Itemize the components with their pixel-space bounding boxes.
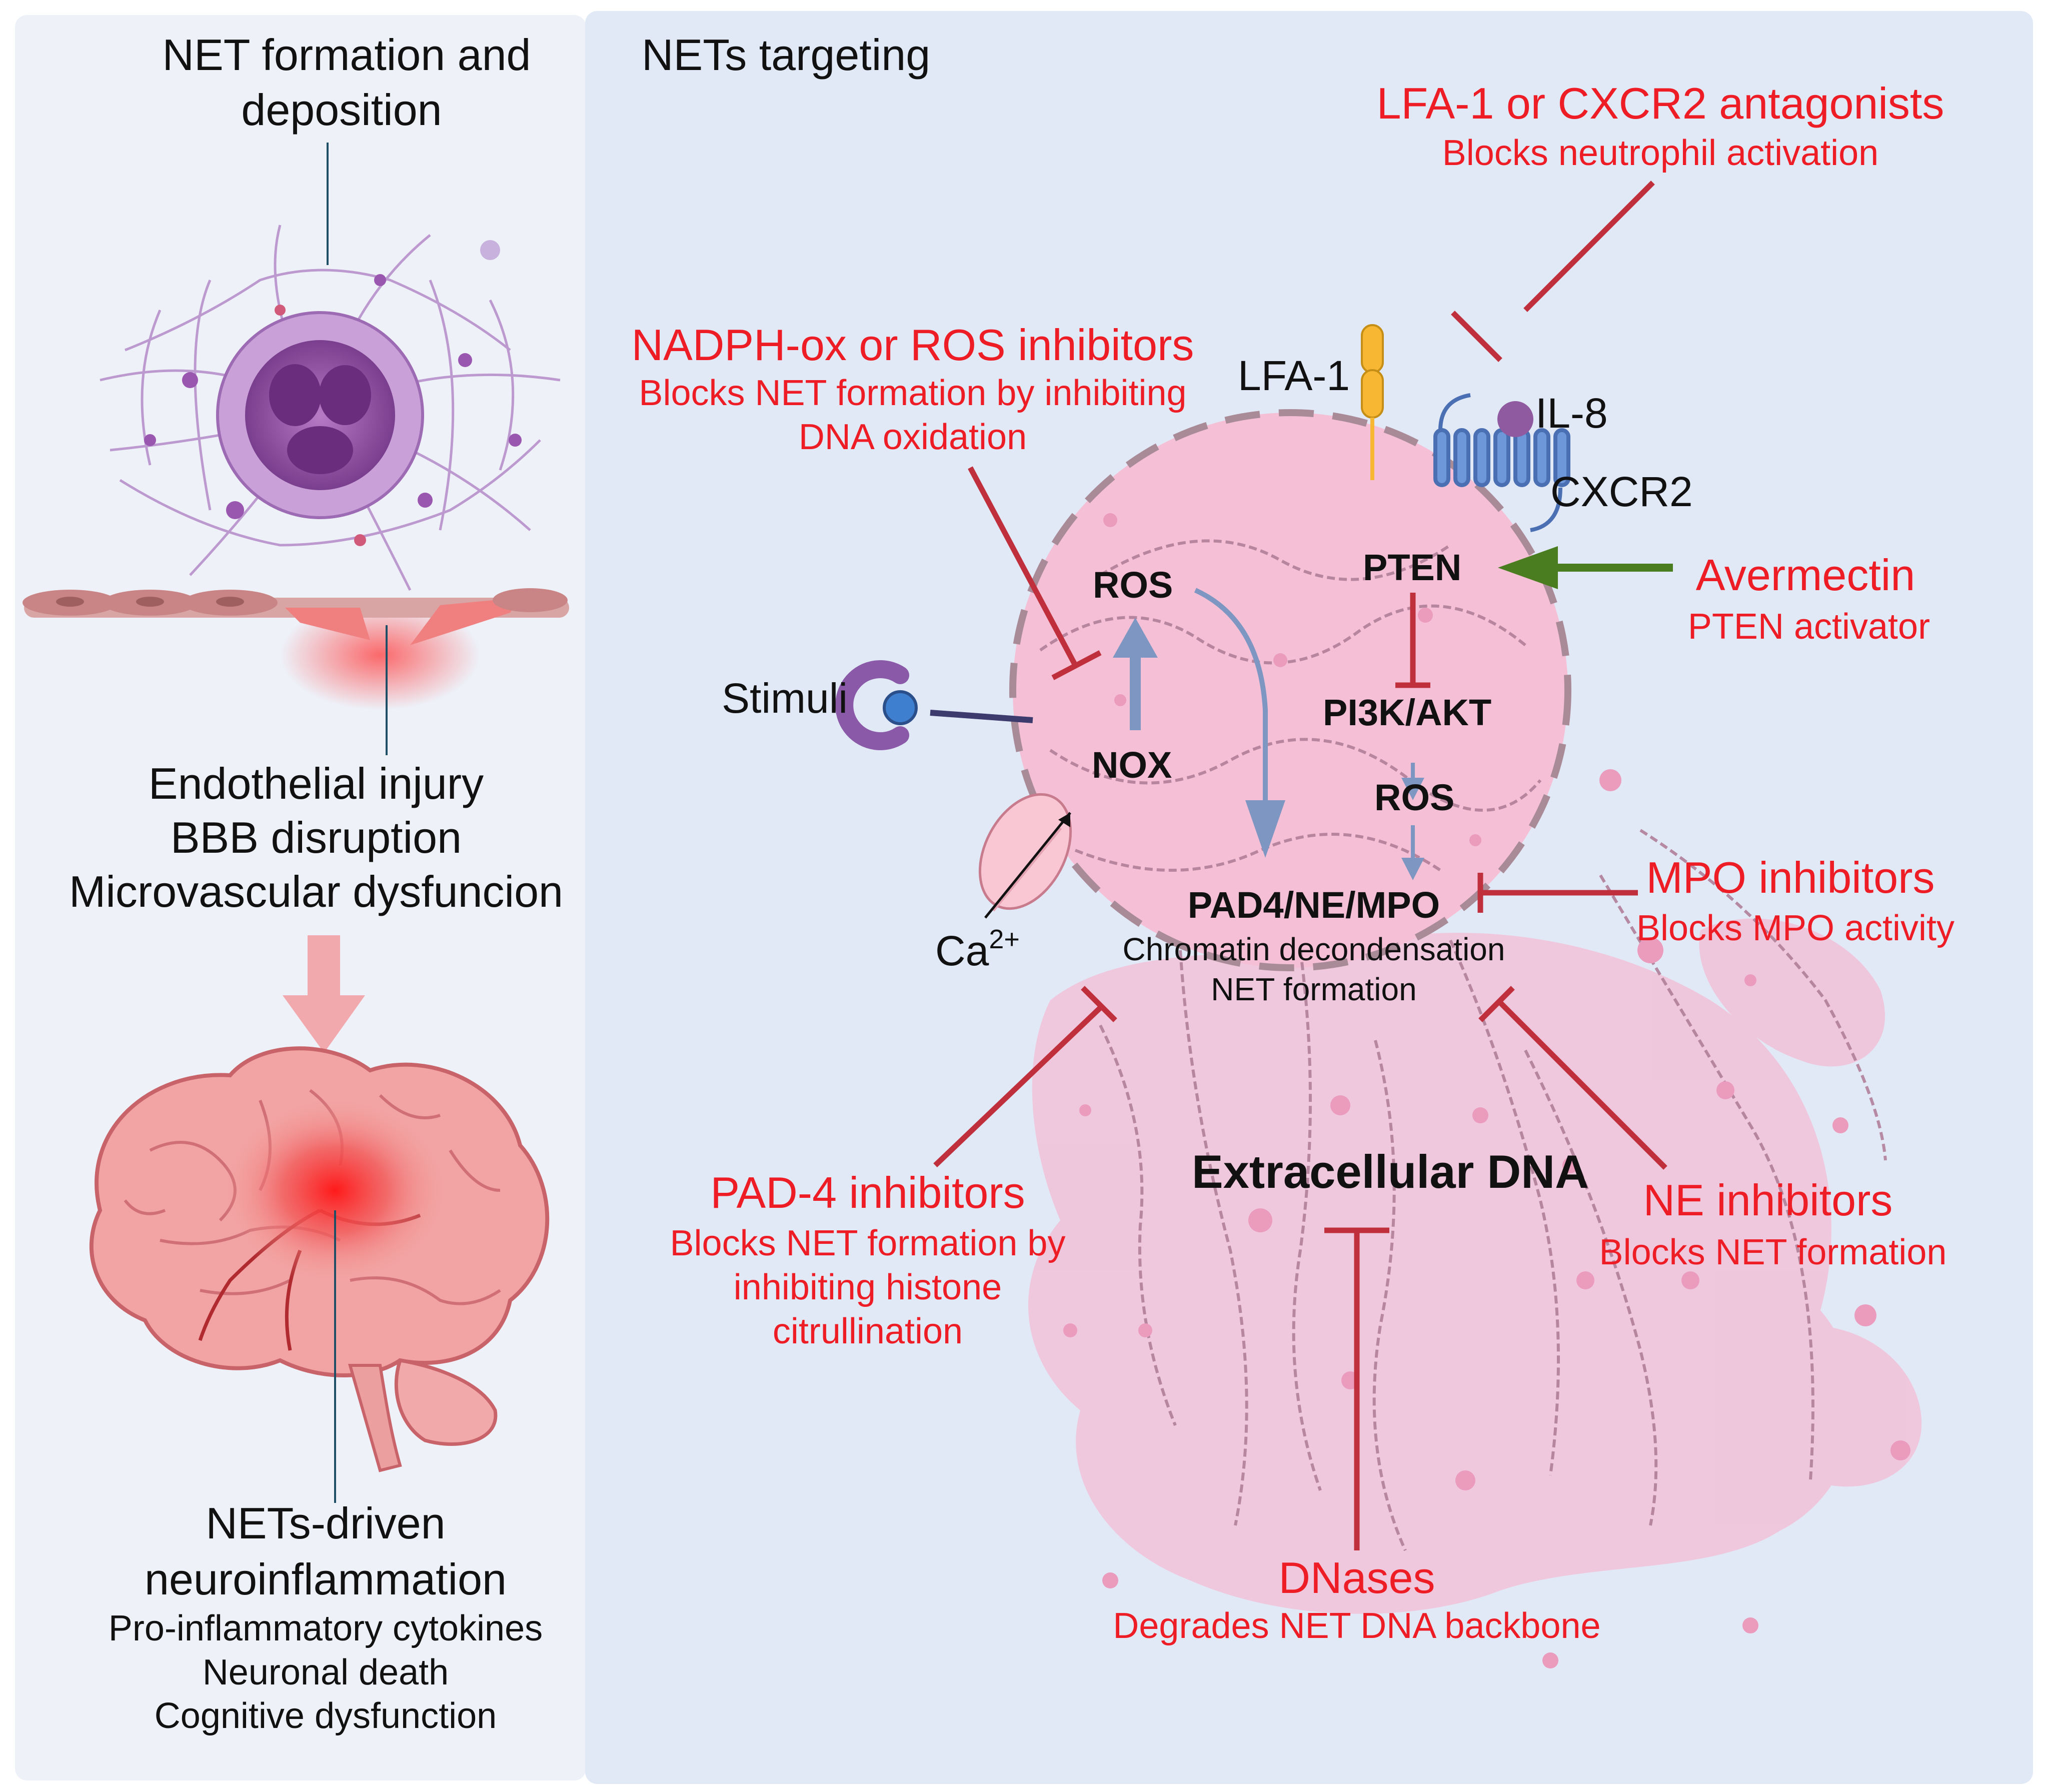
mpo-desc: Blocks MPO activity <box>1636 908 1954 948</box>
pad4-inhibitor-title: PAD-4 inhibitors <box>710 1168 1025 1217</box>
lfa-cxcr2-desc: Blocks neutrophil activation <box>1442 133 1878 173</box>
activation-arrow <box>1498 546 1673 589</box>
dnases-desc: Degrades NET DNA backbone <box>1113 1606 1600 1646</box>
injury-line-3: Microvascular dysfuncion <box>69 867 563 916</box>
neutrophil-cell <box>1013 413 1568 968</box>
ros-mid-label: ROS <box>1374 777 1454 818</box>
nadph-desc-line2: DNA oxidation <box>799 417 1027 457</box>
calcium-charge-text: 2+ <box>989 924 1020 954</box>
down-arrow <box>283 935 365 1053</box>
avermectin-desc: PTEN activator <box>1688 607 1930 647</box>
neuro-title-line1: NETs-driven <box>206 1498 445 1548</box>
extracellular-dna-label: Extracellular DNA <box>1192 1145 1589 1198</box>
injury-line-1: Endothelial injury <box>149 759 484 808</box>
nadph-title: NADPH-ox or ROS inhibitors <box>632 320 1194 370</box>
brain-illustration <box>89 1046 550 1472</box>
pi3k-label: PI3K/AKT <box>1323 692 1491 733</box>
neuro-line-1: Pro-inflammatory cytokines <box>109 1608 543 1648</box>
stimuli-receptor <box>835 660 1033 750</box>
mpo-title: MPO inhibitors <box>1646 853 1934 902</box>
lfa1-label: LFA-1 <box>1238 352 1350 399</box>
injury-line-2: BBB disruption <box>171 813 462 862</box>
chromatin-label: Chromatin decondensation <box>1123 931 1505 967</box>
calcium-channel <box>978 793 1072 919</box>
pad4-desc-line2: inhibiting histone <box>734 1267 1002 1307</box>
ne-inhibitor-title: NE inhibitors <box>1643 1175 1893 1225</box>
cxcr2-receptor <box>1433 393 1570 532</box>
il8-label: IL-8 <box>1535 390 1608 437</box>
left-title-line1: NET formation and <box>163 30 531 80</box>
pten-label: PTEN <box>1363 547 1461 588</box>
endothelial-layer <box>23 588 569 710</box>
signal-arrows <box>1113 588 1424 880</box>
pad4-desc-line1: Blocks NET formation by <box>670 1223 1066 1263</box>
nadph-desc-line1: Blocks NET formation by inhibiting <box>639 373 1186 413</box>
calcium-ion-text: Ca <box>935 927 989 974</box>
vesicles <box>1063 513 1910 1668</box>
neutrophil-net-illustration <box>100 225 561 591</box>
stimuli-label: Stimuli <box>722 675 848 722</box>
neuro-line-3: Cognitive dysfunction <box>155 1696 497 1736</box>
cell-membrane-dashed <box>1009 409 1571 971</box>
avermectin-title: Avermectin <box>1696 550 1915 600</box>
nox-label: NOX <box>1092 744 1172 786</box>
left-title-line2: deposition <box>241 85 442 135</box>
inhibition-lines <box>933 181 1667 1550</box>
il8-ligand <box>1497 401 1533 437</box>
right-title: NETs targeting <box>642 30 930 80</box>
dnases-title: DNases <box>1279 1553 1435 1602</box>
net-formation-label: NET formation <box>1211 971 1416 1007</box>
pad4-label: PAD4/NE/MPO <box>1188 884 1440 926</box>
ne-desc: Blocks NET formation <box>1599 1232 1947 1272</box>
lfa1-receptor <box>1361 324 1384 480</box>
cxcr2-label: CXCR2 <box>1550 468 1693 515</box>
neuro-line-2: Neuronal death <box>203 1652 449 1692</box>
lfa-cxcr2-title: LFA-1 or CXCR2 antagonists <box>1377 79 1944 128</box>
extracellular-net-cloud <box>1028 918 1922 1614</box>
pad4-desc-line3: citrullination <box>773 1311 963 1351</box>
calcium-label: Ca2+ <box>935 924 1020 974</box>
ros-top-label: ROS <box>1093 564 1173 606</box>
neuro-title-line2: neuroinflammation <box>145 1554 507 1604</box>
